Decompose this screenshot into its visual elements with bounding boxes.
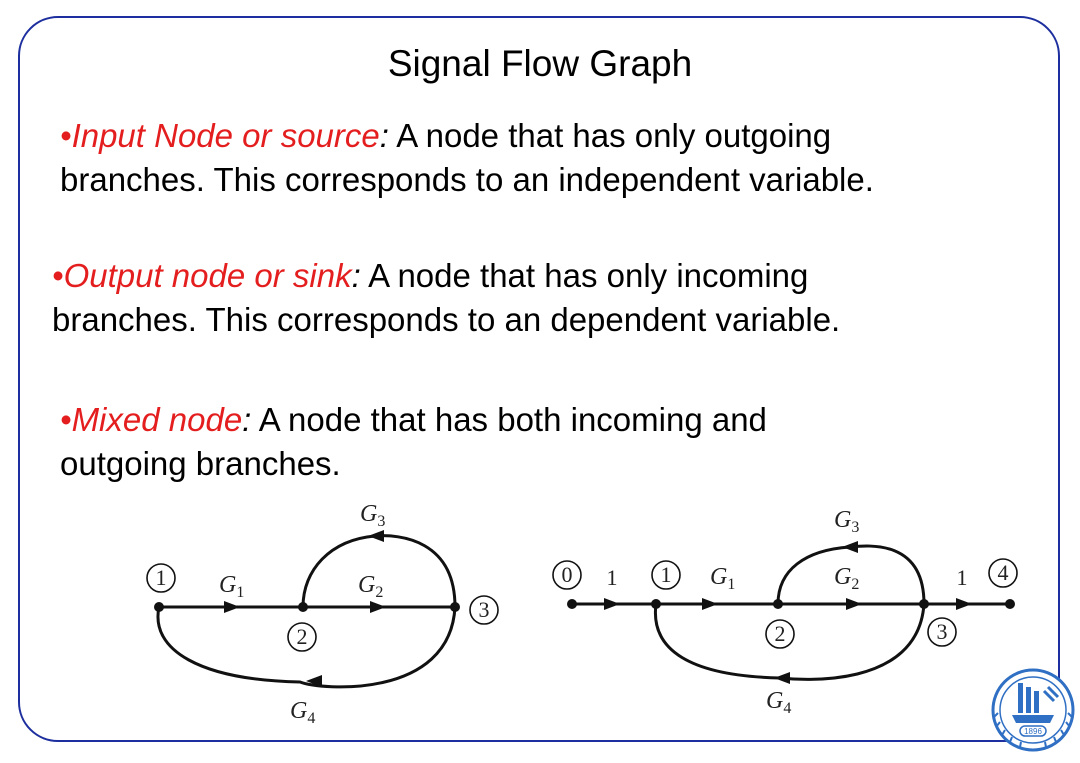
node-label-4: 4 [998, 560, 1009, 585]
node-label-1: 1 [156, 565, 167, 590]
node-dot [154, 602, 164, 612]
gain-label-g3: G3 [360, 501, 385, 530]
definition-output-node: •Output node or sink: A node that has on… [52, 254, 840, 342]
node-label-1: 1 [661, 562, 672, 587]
node-circle [651, 560, 681, 590]
definition-input-node: •Input Node or source: A node that has o… [60, 114, 874, 202]
node-dot [651, 599, 661, 609]
graph-left: 1 2 3 G1 G2 G3 G4 [146, 501, 499, 727]
node-circle [765, 619, 795, 649]
definition-text: A node that has only outgoing [388, 117, 832, 154]
definition-line-1: •Output node or sink: A node that has on… [52, 254, 840, 298]
node-dot [567, 599, 577, 609]
unit-gain-in: 1 [607, 565, 618, 590]
definition-text: A node that has only incoming [360, 257, 809, 294]
definition-line-1: •Input Node or source: A node that has o… [60, 114, 874, 158]
definition-line-2: outgoing branches. [60, 445, 341, 482]
bullet: • [52, 257, 64, 294]
node-label-3: 3 [937, 619, 948, 644]
logo-year: 1896 [1024, 727, 1042, 736]
node-dot [1005, 599, 1015, 609]
term-colon: : [379, 117, 389, 154]
arrow-left-icon [306, 675, 322, 687]
node-label-0: 0 [562, 562, 573, 587]
arrow-right-icon [604, 598, 620, 610]
arrow-left-icon [842, 541, 858, 553]
gain-label-g4: G4 [766, 688, 791, 717]
gain-label-g1: G1 [219, 572, 244, 601]
arrow-right-icon [956, 598, 972, 610]
graph-right: 0 1 2 3 4 1 1 G1 G2 G3 G4 [552, 507, 1018, 717]
definition-line-2: branches. This corresponds to an depende… [52, 301, 841, 338]
node-circle [552, 560, 582, 590]
node-circle [988, 558, 1018, 588]
node-circle [146, 563, 176, 593]
node-circle [469, 595, 499, 625]
branch-g4-loop [156, 606, 457, 689]
node-circle [287, 622, 317, 652]
gain-label-g4: G4 [290, 698, 315, 727]
definition-mixed-node: •Mixed node: A node that has both incomi… [60, 398, 767, 486]
arrow-left-icon [774, 672, 790, 684]
arrow-right-icon [846, 598, 862, 610]
slide-frame [18, 16, 1060, 742]
arrow-right-icon [370, 601, 386, 613]
term-input-node: Input Node or source [71, 117, 380, 154]
arrow-right-icon [702, 598, 718, 610]
definition-line-1: •Mixed node: A node that has both incomi… [60, 398, 767, 442]
node-circle [927, 617, 957, 647]
node-dot [919, 599, 929, 609]
university-logo-icon: 1896 [991, 668, 1075, 752]
arrow-left-icon [368, 530, 384, 542]
node-label-2: 2 [297, 624, 308, 649]
node-dot [450, 602, 460, 612]
node-dot [773, 599, 783, 609]
term-mixed-node: Mixed node [71, 401, 243, 438]
node-dot [298, 602, 308, 612]
unit-gain-out: 1 [957, 565, 968, 590]
definition-line-2: branches. This corresponds to an indepen… [60, 161, 874, 198]
bullet: • [60, 401, 72, 438]
bullet: • [60, 117, 72, 154]
definition-text: A node that has both incoming and [251, 401, 767, 438]
gain-label-g3: G3 [834, 507, 859, 536]
branch-g4-loop [653, 603, 926, 681]
gain-label-g1: G1 [710, 564, 735, 593]
arrow-right-icon [224, 601, 240, 613]
slide-title: Signal Flow Graph [387, 43, 693, 84]
gain-label-g2: G2 [358, 572, 383, 601]
node-label-2: 2 [775, 621, 786, 646]
term-colon: : [351, 257, 361, 294]
term-colon: : [242, 401, 252, 438]
node-label-3: 3 [479, 597, 490, 622]
gain-label-g2: G2 [834, 564, 859, 593]
term-output-node: Output node or sink [63, 257, 352, 294]
